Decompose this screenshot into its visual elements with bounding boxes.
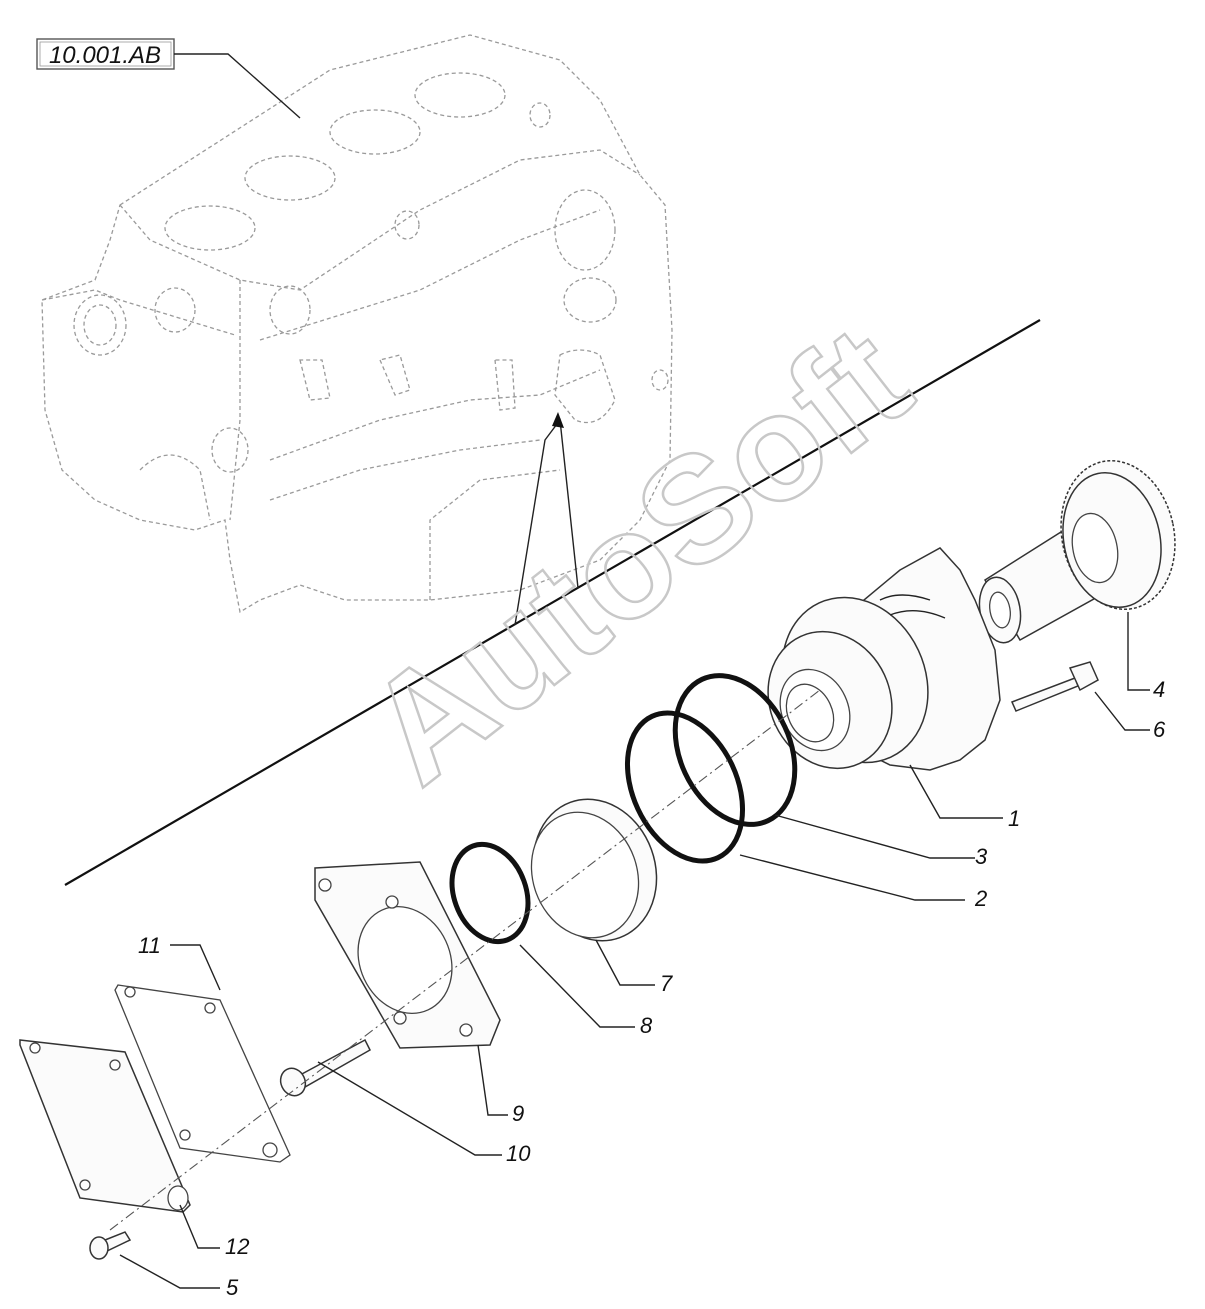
callout-11: 11 <box>138 933 161 958</box>
part-6-bolt <box>1010 661 1099 712</box>
part-5-flange-bolt <box>89 1231 132 1260</box>
callout-7: 7 <box>660 971 673 996</box>
part-7-cap <box>530 798 658 942</box>
part-9-cover-plate <box>314 861 501 1049</box>
part-4-gear-shaft <box>978 459 1176 644</box>
part-8-o-ring <box>449 841 531 945</box>
part-10-cap-screw <box>279 1038 371 1097</box>
reference-label: 10.001.AB <box>49 42 161 69</box>
reference-callout: 10.001.AB <box>36 38 301 119</box>
callout-4: 4 <box>1153 677 1165 702</box>
part-2-o-ring <box>624 710 746 864</box>
callout-6: 6 <box>1153 717 1166 742</box>
callout-1: 1 <box>1008 806 1020 831</box>
part-11-gasket <box>114 984 291 1163</box>
callout-2: 2 <box>974 886 987 911</box>
callout-10: 10 <box>506 1141 531 1166</box>
callout-5: 5 <box>226 1275 239 1300</box>
callout-labels: 1 2 3 4 5 6 7 8 9 10 11 12 <box>138 677 1166 1300</box>
callout-8: 8 <box>640 1013 653 1038</box>
section-divider <box>64 319 1041 886</box>
engine-block <box>41 34 673 614</box>
callout-12: 12 <box>225 1234 249 1259</box>
part-3-o-ring <box>672 673 798 827</box>
assembly-axis <box>109 689 821 1231</box>
part-1-pump-housing <box>767 547 1001 771</box>
callout-3: 3 <box>975 844 988 869</box>
leader-lines <box>119 612 1150 1289</box>
callout-9: 9 <box>512 1101 524 1126</box>
